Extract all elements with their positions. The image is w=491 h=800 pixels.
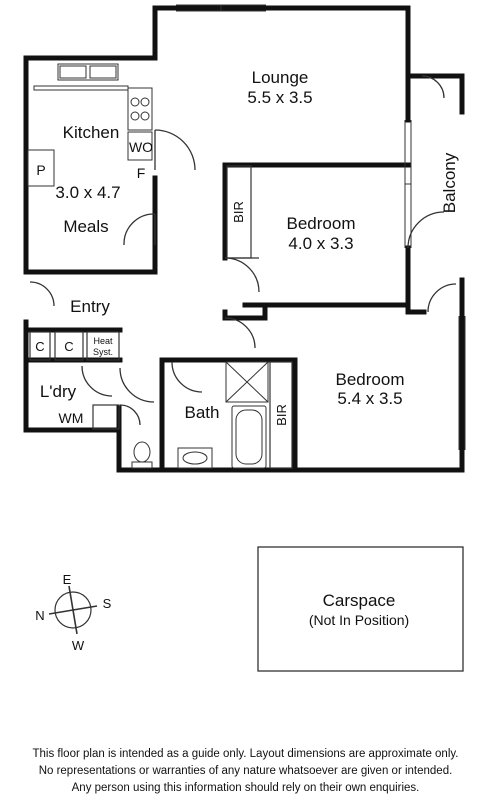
compass-icon: [48, 585, 98, 635]
storage: [29, 165, 293, 469]
cupboard1-label: C: [35, 339, 44, 354]
compass-south: S: [103, 596, 112, 611]
bir2-label: BIR: [274, 404, 289, 426]
walls: [23, 5, 465, 473]
door-swings: [29, 75, 457, 426]
bedroom1-name: Bedroom: [287, 214, 356, 233]
laundry-name: L'dry: [40, 382, 77, 401]
compass-east: E: [63, 572, 72, 587]
meals-name: Meals: [63, 217, 108, 236]
lounge-name: Lounge: [252, 68, 309, 87]
lounge-dims: 5.5 x 3.5: [247, 88, 312, 107]
heating-label-line2: Syst.: [93, 347, 113, 357]
washing-machine-label: WM: [59, 410, 84, 426]
pantry-label: P: [36, 162, 45, 178]
carspace-note: (Not In Position): [309, 612, 409, 628]
kitchen-name: Kitchen: [63, 123, 120, 142]
balcony-name: Balcony: [440, 152, 459, 213]
disclaimer-line-1: This floor plan is intended as a guide o…: [32, 748, 459, 760]
bedroom2-dims: 5.4 x 3.5: [337, 389, 402, 408]
bir1-label: BIR: [231, 201, 246, 223]
kitchen-fixtures: [27, 63, 153, 187]
entry-name: Entry: [70, 297, 110, 316]
bath-name: Bath: [185, 403, 220, 422]
compass-north: N: [35, 608, 44, 623]
bedroom2-name: Bedroom: [336, 370, 405, 389]
disclaimer-line-3: Any person using this information should…: [71, 782, 420, 794]
carspace-outline: [257, 546, 464, 672]
floor-plan: Lounge 5.5 x 3.5 Kitchen 3.0 x 4.7 Meals…: [23, 4, 466, 672]
disclaimer-line-2: No representations or warranties of any …: [38, 765, 453, 777]
kitchen-dims: 3.0 x 4.7: [55, 183, 120, 202]
bedroom1-dims: 4.0 x 3.3: [288, 234, 353, 253]
fridge-label: F: [137, 165, 146, 181]
carspace-title: Carspace: [323, 591, 396, 610]
cupboard2-label: C: [64, 339, 73, 354]
disclaimer: This floor plan is intended as a guide o…: [0, 746, 491, 797]
compass-west: W: [72, 638, 85, 653]
bathroom-fixtures: [131, 361, 269, 469]
wall-oven-label: WO: [129, 139, 153, 155]
heating-label-line1: Heat: [93, 336, 113, 346]
windows: [176, 4, 466, 450]
